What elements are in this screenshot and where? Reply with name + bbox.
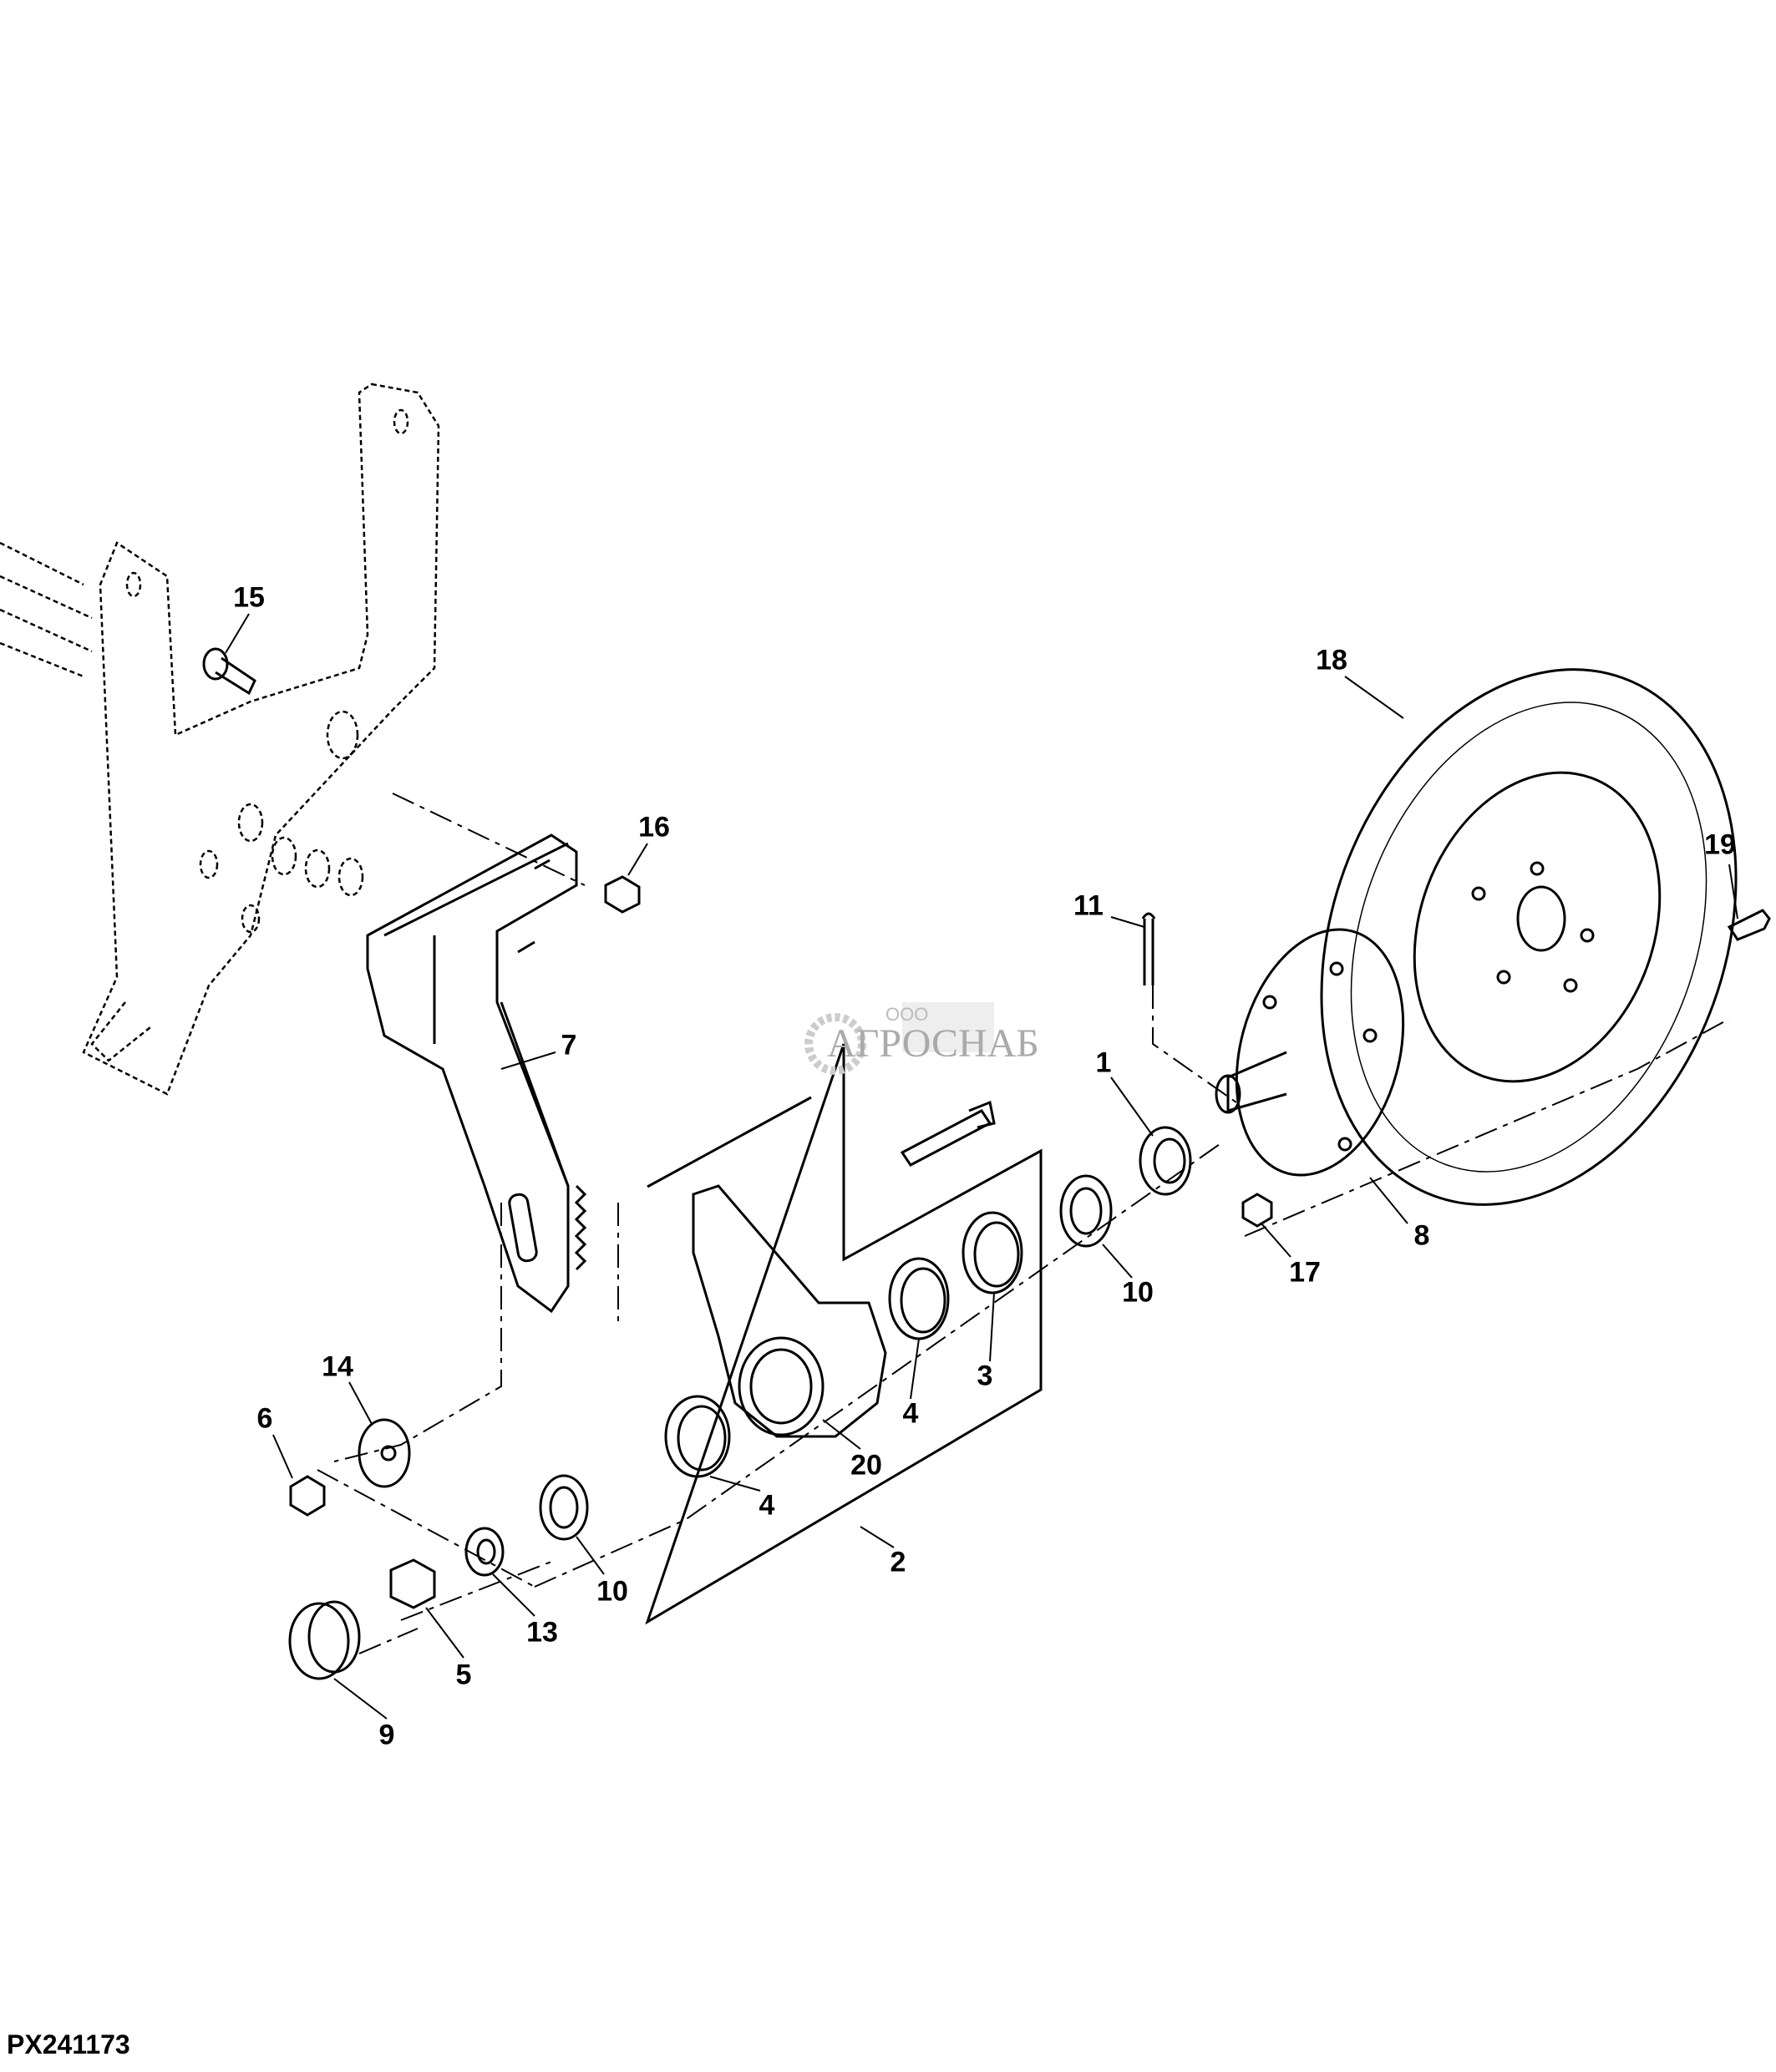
callout-18: 18 (1316, 644, 1347, 676)
nut-6 (289, 1475, 326, 1517)
cup-4-right (888, 1257, 950, 1340)
bearing-10-left (539, 1474, 589, 1541)
frame-outline (0, 382, 440, 1096)
callout-14: 14 (322, 1350, 353, 1383)
callout-19: 19 (1704, 828, 1736, 861)
cup-3 (962, 1211, 1023, 1294)
callout-4-left: 4 (759, 1489, 775, 1522)
bolt-19 (1727, 909, 1771, 941)
disc-blade-18 (1320, 668, 1738, 1206)
callout-13: 13 (526, 1616, 558, 1649)
nut-16 (604, 875, 641, 914)
callout-16: 16 (638, 811, 670, 843)
callout-10-right: 10 (1122, 1276, 1154, 1309)
callout-17: 17 (1289, 1256, 1321, 1289)
kit-outline-2 (645, 1043, 1043, 1625)
callout-20: 20 (850, 1449, 882, 1482)
callout-1: 1 (1095, 1046, 1112, 1079)
watermark-logo: ООО АГРОСНАБ (802, 985, 1039, 1077)
washer-13 (464, 1527, 505, 1577)
nut-17 (1241, 1193, 1273, 1228)
washer-14 (358, 1418, 411, 1488)
bearing-10-right (1059, 1174, 1113, 1248)
callout-15: 15 (233, 581, 265, 614)
callout-5: 5 (455, 1659, 472, 1691)
castle-nut-5 (389, 1558, 436, 1609)
callout-6: 6 (256, 1402, 273, 1435)
figure-id: PX241173 (7, 2029, 130, 2059)
callout-11: 11 (1073, 889, 1104, 922)
callout-4-right: 4 (902, 1397, 919, 1430)
cup-4-left (664, 1395, 731, 1478)
bracket-7 (366, 833, 587, 1314)
watermark-brand-text: АГРОСНАБ (827, 1021, 1039, 1066)
callout-3: 3 (977, 1360, 993, 1392)
callout-9: 9 (378, 1719, 395, 1751)
combine-harvester-icon (804, 1002, 994, 1075)
callout-7: 7 (561, 1029, 577, 1061)
callout-2: 2 (890, 1546, 906, 1578)
callout-8: 8 (1413, 1219, 1430, 1252)
leader-lines (225, 613, 1738, 1720)
watermark-small-text: ООО (885, 1004, 929, 1025)
seal-1 (1139, 1126, 1192, 1196)
hub-8 (1215, 928, 1405, 1177)
cotter-pin-11 (1141, 912, 1156, 985)
callout-10-left: 10 (596, 1575, 628, 1608)
dust-cap-9 (288, 1600, 361, 1680)
arm-20 (692, 1100, 996, 1438)
bolt-15 (202, 647, 256, 696)
